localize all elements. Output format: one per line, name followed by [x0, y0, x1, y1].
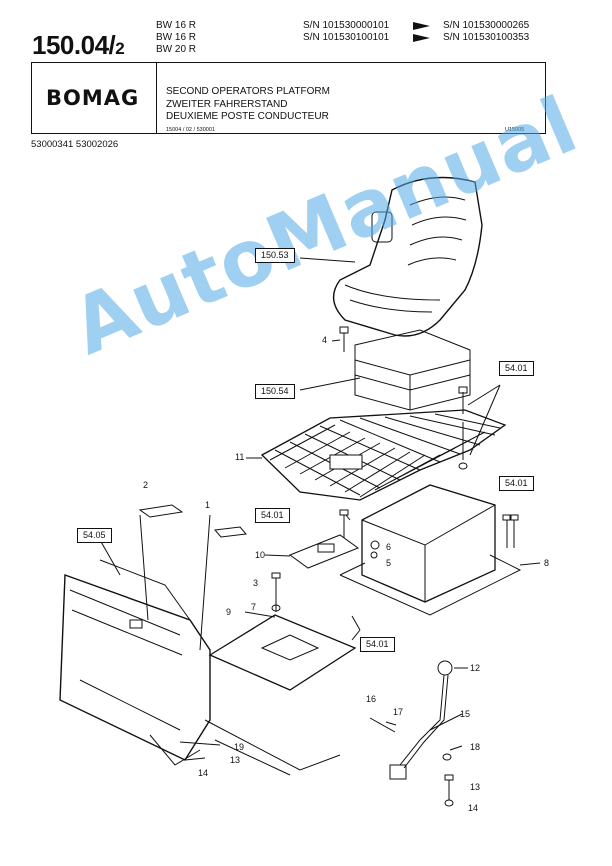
model-item: BW 16 R: [156, 32, 197, 43]
serial-ranges: S/N 101530000101 S/N 101530000265 S/N 10…: [303, 20, 529, 44]
floor-grate-drawing: [246, 409, 507, 501]
ref-box: 150.53: [255, 248, 295, 263]
bracket-10-drawing: [264, 509, 360, 569]
ref-box: 54.05: [77, 528, 112, 543]
ref-box: 54.01: [360, 637, 395, 652]
model-list: BW 16 R BW 16 R BW 20 R: [156, 20, 196, 56]
section-titles: SECOND OPERATORS PLATFORM ZWEITER FAHRER…: [166, 86, 330, 124]
callout: 10: [255, 550, 266, 560]
seat-drawing: [299, 176, 483, 337]
callout: 8: [544, 558, 550, 568]
drawing-ref-right: U15005: [505, 127, 525, 133]
part-numbers: 53000341 53002026: [31, 139, 119, 150]
callout: 15: [460, 709, 471, 719]
battery-box-drawing: [339, 484, 541, 616]
leader-lines-drawing: [99, 514, 361, 761]
callout: 6: [386, 542, 392, 552]
bomag-logo: BOMAG: [46, 86, 140, 110]
callout: 5: [386, 558, 392, 568]
page-number: 150.04/2: [32, 30, 125, 60]
callout: 2: [143, 480, 149, 490]
arrow-right-icon: [413, 22, 430, 30]
callout: 4: [322, 335, 328, 345]
callout: 13: [470, 782, 481, 792]
right-bolts-drawing: [458, 384, 501, 470]
callout: 3: [253, 578, 259, 588]
title-block: [31, 62, 546, 134]
ref-box: 54.01: [499, 476, 534, 491]
arrow-right-icon: [413, 34, 430, 42]
ref-box: 54.01: [499, 361, 534, 376]
callout: 9: [226, 607, 232, 617]
callout: 17: [393, 707, 404, 717]
callout: 18: [470, 742, 481, 752]
serial-from: S/N 101530100101: [303, 32, 390, 43]
ref-box: 150.54: [255, 384, 295, 399]
rear-frame-drawing: [59, 514, 341, 776]
serial-range-row: S/N 101530100101 S/N 101530100353: [303, 32, 529, 44]
callout: 14: [198, 768, 209, 778]
callout: 14: [468, 803, 479, 813]
serial-range-row: S/N 101530000101 S/N 101530000265: [303, 20, 529, 32]
callout: 13: [230, 755, 241, 765]
small-plates-drawing: [138, 504, 247, 538]
callout: 19: [234, 742, 245, 752]
serial-from: S/N 101530000101: [303, 20, 390, 31]
callout: 12: [470, 663, 481, 673]
control-lever-drawing: [369, 660, 468, 807]
drawing-ref-code: 15004 / 02 / 530001: [166, 127, 215, 133]
floor-plate-9-drawing: [208, 572, 357, 691]
callout: 11: [235, 452, 245, 462]
model-item: BW 20 R: [156, 44, 197, 55]
serial-to: S/N 101530000265: [443, 20, 530, 31]
bolt-4-drawing: [331, 326, 349, 352]
callout: 1: [205, 500, 211, 510]
title-de: ZWEITER FAHRERSTAND: [166, 98, 288, 110]
serial-to: S/N 101530100353: [443, 32, 530, 43]
title-block-divider: [156, 63, 157, 133]
callout: 16: [366, 694, 377, 704]
callout: 7: [251, 602, 257, 612]
title-en: SECOND OPERATORS PLATFORM: [166, 86, 330, 97]
title-fr: DEUXIEME POSTE CONDUCTEUR: [166, 111, 329, 122]
ref-box: 54.01: [255, 508, 290, 523]
seat-base-drawing: [299, 329, 471, 411]
model-item: BW 16 R: [156, 20, 197, 31]
